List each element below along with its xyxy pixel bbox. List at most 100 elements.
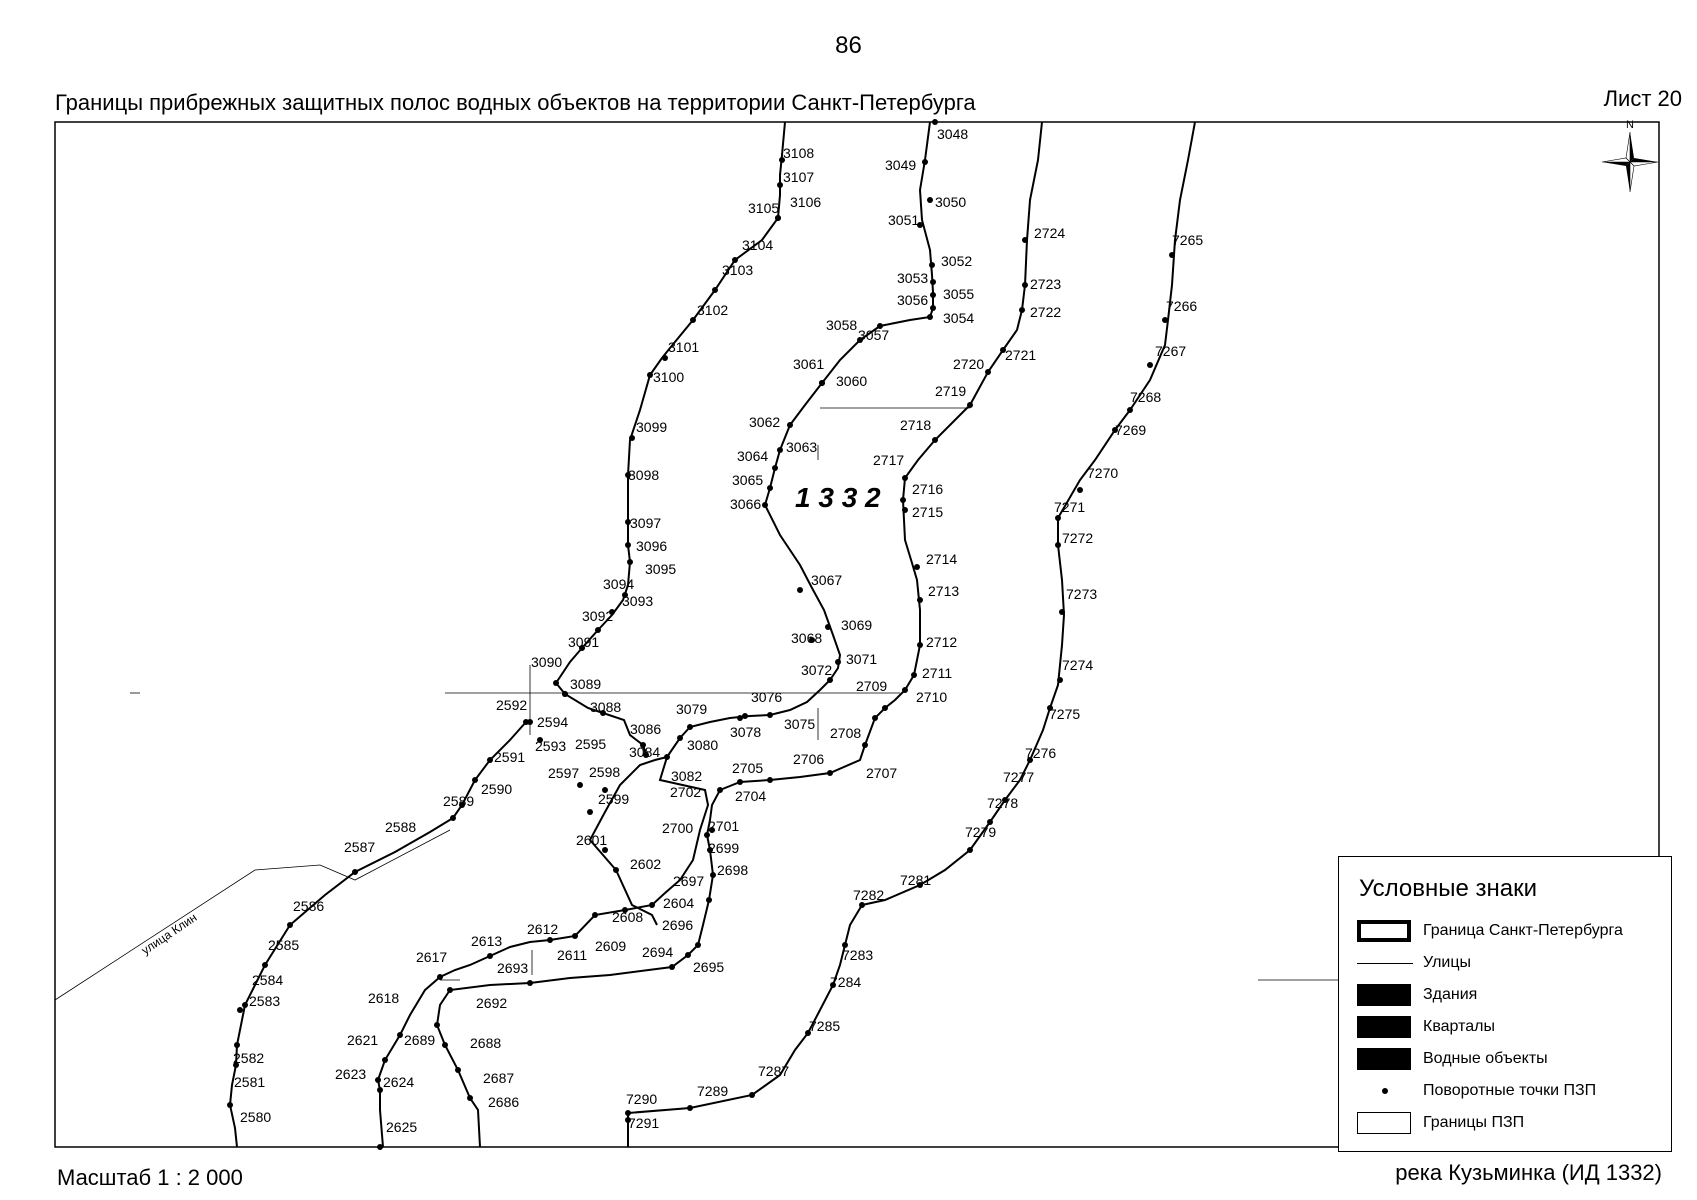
point-label-7291: 7291 (628, 1115, 659, 1131)
point-label-7285: 7285 (809, 1018, 840, 1034)
turning-point-3107 (777, 182, 783, 188)
turning-point-2708 (872, 715, 878, 721)
point-label-2696: 2696 (662, 917, 693, 933)
point-label-2581: 2581 (234, 1074, 265, 1090)
point-label-3058: 3058 (826, 317, 857, 333)
point-label-2609: 2609 (595, 938, 626, 954)
map-frame (54, 121, 1660, 1148)
point-label-3078: 3078 (730, 724, 761, 740)
point-label-3066: 3066 (730, 496, 761, 512)
point-label-2706: 2706 (793, 751, 824, 767)
point-label-2719: 2719 (935, 383, 966, 399)
turning-point-3099 (629, 435, 635, 441)
point-label-2716: 2716 (912, 481, 943, 497)
point-label-2589: 2589 (443, 793, 474, 809)
point-label-3076: 3076 (751, 689, 782, 705)
point-label-3094: 3094 (603, 576, 634, 592)
legend-label: Здания (1423, 986, 1478, 1003)
legend-item-turning-points: Поворотные точки ПЗП (1357, 1079, 1596, 1103)
point-label-2695: 2695 (693, 959, 724, 975)
point-label-7283: 7283 (842, 947, 873, 963)
turning-point-3097 (625, 519, 631, 525)
legend: Условные знаки Граница Санкт-Петербурга … (1338, 856, 1672, 1152)
turning-point-7291 (625, 1117, 631, 1123)
point-label-2592: 2592 (496, 697, 527, 713)
point-label-7289: 7289 (697, 1083, 728, 1099)
point-label-3101: 3101 (668, 339, 699, 355)
turning-point-3088 (600, 710, 606, 716)
building-fill-icon (1357, 984, 1413, 1006)
point-label-2588: 2588 (385, 819, 416, 835)
street-line-icon (1357, 952, 1413, 974)
turning-point-3058 (857, 337, 863, 343)
turning-point-3057 (877, 323, 883, 329)
pzp-line-west (554, 121, 786, 756)
turning-point-3094 (622, 592, 628, 598)
point-label-3068: 3068 (791, 630, 822, 646)
turning-point-3066 (762, 502, 768, 508)
point-label-2715: 2715 (912, 504, 943, 520)
point-label-3072: 3072 (801, 662, 832, 678)
point-label-2697: 2697 (673, 873, 704, 889)
turning-point-3084 (643, 752, 649, 758)
point-label-7290: 7290 (626, 1091, 657, 1107)
point-label-2585: 2585 (268, 937, 299, 953)
turning-point-7285 (805, 1030, 811, 1036)
point-label-3050: 3050 (935, 194, 966, 210)
turning-point-2611 (572, 933, 578, 939)
turning-point-3108 (779, 157, 785, 163)
turning-point-7289 (687, 1105, 693, 1111)
turning-point-2714 (914, 564, 920, 570)
point-label-2722: 2722 (1030, 304, 1061, 320)
turning-point-3071 (835, 659, 841, 665)
point-label-3067: 3067 (811, 572, 842, 588)
turning-point-3064 (772, 465, 778, 471)
point-label-2698: 2698 (717, 862, 748, 878)
point-label-3102: 3102 (697, 302, 728, 318)
map-scale: Масштаб 1 : 2 000 (57, 1165, 243, 1190)
turning-point-2598 (602, 787, 608, 793)
turning-point-2586 (287, 922, 293, 928)
pzp-line-centre (435, 121, 1043, 1148)
point-label-7279: 7279 (965, 824, 996, 840)
turning-point-2706 (827, 770, 833, 776)
turning-point-3049 (922, 159, 928, 165)
point-label-2718: 2718 (900, 417, 931, 433)
point-label-2708: 2708 (830, 725, 861, 741)
turning-point-2590 (472, 777, 478, 783)
turning-point-2591 (487, 757, 493, 763)
turning-point-2588 (450, 815, 456, 821)
turning-point-2602 (613, 867, 619, 873)
point-label-2724: 2724 (1034, 225, 1065, 241)
turning-point-2695 (685, 952, 691, 958)
point-label-2611: 2611 (557, 947, 587, 963)
legend-item-streets: Улицы (1357, 951, 1471, 975)
point-label-3071: 3071 (846, 651, 877, 667)
point-label-2699: 2699 (708, 840, 739, 856)
turning-point-dot-icon (1357, 1080, 1413, 1102)
turning-point-2720 (985, 369, 991, 375)
turning-point-3095 (627, 559, 633, 565)
point-label-2704: 2704 (735, 788, 766, 804)
turning-points (227, 119, 1175, 1150)
turning-point-2601 (602, 847, 608, 853)
point-label-2621: 2621 (347, 1032, 378, 1048)
turning-point-2723 (1022, 282, 1028, 288)
river-name: река Кузьминка (ИД 1332) (1395, 1160, 1662, 1185)
point-label-3090: 3090 (531, 654, 562, 670)
point-label-3084: 3084 (629, 744, 660, 760)
point-label-2714: 2714 (926, 551, 957, 567)
turning-point-2713 (917, 597, 923, 603)
turning-point-2604 (649, 902, 655, 908)
turning-point-2718 (932, 437, 938, 443)
point-label-2623: 2623 (335, 1066, 366, 1082)
turning-point-7277 (1002, 797, 1008, 803)
point-label-3107: 3107 (783, 169, 814, 185)
point-label-7275: 7275 (1049, 706, 1080, 722)
point-label-7282: 7282 (853, 887, 884, 903)
point-label-2604: 2604 (663, 895, 694, 911)
pzp-line-east (627, 121, 1196, 1147)
point-label-3091: 3091 (568, 634, 599, 650)
turning-point-3090 (553, 680, 559, 686)
point-label-3060: 3060 (836, 373, 867, 389)
